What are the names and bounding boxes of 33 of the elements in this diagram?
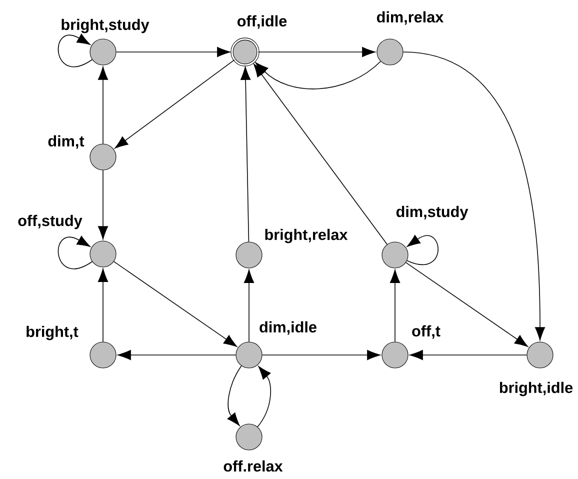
- state-label: off,idle: [237, 15, 287, 29]
- arrow: [390, 270, 400, 342]
- arrow: [58, 236, 93, 270]
- state-label: bright,study: [62, 18, 150, 34]
- state-label: dim,study: [396, 206, 468, 220]
- arrow: [114, 60, 235, 148]
- arrow: [114, 261, 238, 347]
- arrow: [118, 350, 236, 360]
- state-label: dim,relax: [376, 11, 444, 25]
- arrow: [262, 350, 380, 360]
- state-label: dim,idle: [260, 321, 316, 335]
- arrow: [240, 66, 251, 242]
- state-label: bright,idle: [500, 382, 573, 396]
- state-label: bright,relax: [265, 228, 348, 244]
- arrow: [244, 270, 254, 342]
- arrow: [98, 66, 108, 144]
- arrow: [254, 64, 388, 245]
- arrow: [406, 262, 528, 347]
- arrow: [58, 34, 93, 68]
- arrow: [116, 46, 230, 58]
- arrow: [402, 52, 546, 340]
- arrow: [98, 268, 108, 342]
- arrow: [406, 235, 438, 265]
- state-label: off.relax: [224, 460, 283, 472]
- arrow: [258, 46, 376, 58]
- state-label: dim,t: [48, 135, 84, 149]
- state-label: off,study: [18, 214, 82, 230]
- arrow: [410, 350, 528, 360]
- arrow: [98, 170, 108, 240]
- arrow: [257, 366, 272, 428]
- arrow: [227, 365, 242, 426]
- state-label: bright,t: [26, 326, 78, 340]
- state-label: off,t: [412, 325, 440, 339]
